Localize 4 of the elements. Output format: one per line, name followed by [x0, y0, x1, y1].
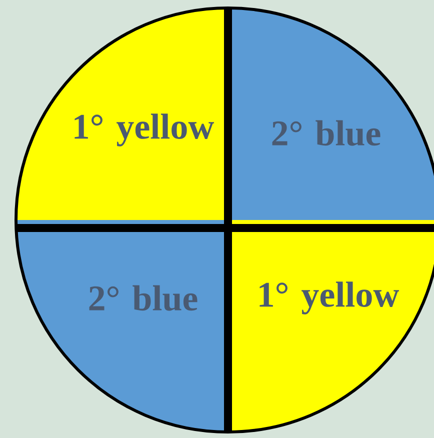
quadrant-sector: 2° blue: [16, 220, 228, 432]
quadrant-sector: 1° yellow: [16, 8, 228, 220]
quadrant-sector: 1° yellow: [228, 220, 434, 432]
quadrant-sector: 2° blue: [228, 8, 434, 220]
